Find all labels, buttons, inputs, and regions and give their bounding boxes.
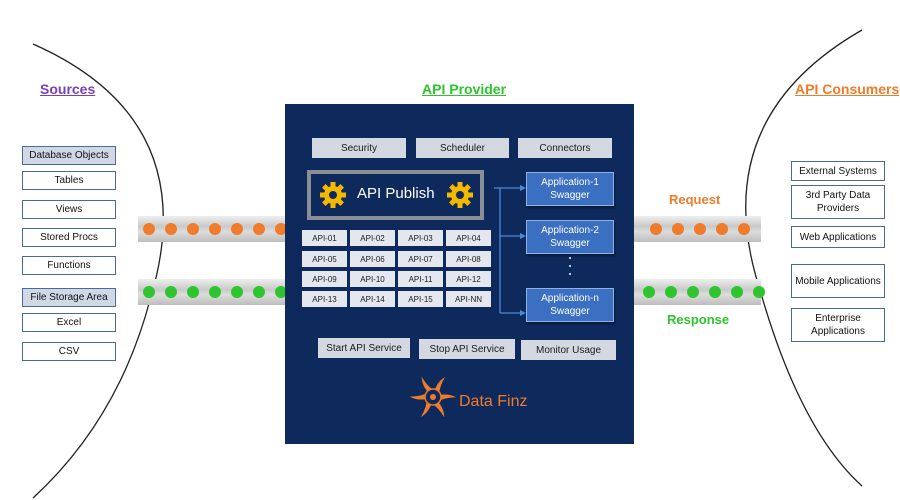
pipe-dot bbox=[275, 286, 287, 298]
pipe-dot bbox=[753, 286, 765, 298]
pipe-dot bbox=[231, 286, 243, 298]
pipe-dot bbox=[672, 223, 684, 235]
source-tables: Tables bbox=[22, 171, 116, 190]
pipe-dot bbox=[143, 286, 155, 298]
pipe-dot bbox=[665, 286, 677, 298]
pipe-dot bbox=[209, 223, 221, 235]
pipe-dot bbox=[650, 223, 662, 235]
api-endpoint[interactable]: API-11 bbox=[398, 271, 443, 287]
pipe-dot bbox=[143, 223, 155, 235]
response-label: Response bbox=[667, 312, 730, 327]
api-endpoint[interactable]: API-05 bbox=[302, 251, 347, 267]
source-database-objects: Database Objects bbox=[22, 146, 116, 165]
gear-icon bbox=[447, 182, 473, 208]
api-endpoint[interactable]: API-04 bbox=[446, 230, 491, 246]
consumer-third-party: 3rd Party Data Providers bbox=[791, 185, 885, 219]
api-endpoint[interactable]: API-06 bbox=[350, 251, 395, 267]
sources-heading: Sources bbox=[40, 81, 96, 97]
security-button[interactable]: Security bbox=[312, 138, 406, 158]
source-file-storage-area: File Storage Area bbox=[22, 288, 116, 307]
pipe-dot bbox=[731, 286, 743, 298]
api-endpoint[interactable]: API-NN bbox=[446, 291, 491, 307]
pipe-dot bbox=[275, 223, 287, 235]
pipe-dot bbox=[643, 286, 655, 298]
connectors-button[interactable]: Connectors bbox=[518, 138, 612, 158]
api-endpoint[interactable]: API-10 bbox=[350, 271, 395, 287]
source-csv: CSV bbox=[22, 342, 116, 361]
api-publish-box[interactable]: API Publish bbox=[307, 170, 484, 220]
pipe-dot bbox=[187, 223, 199, 235]
data-finz-logo-icon bbox=[409, 376, 457, 418]
source-excel: Excel bbox=[22, 313, 116, 332]
api-consumers-heading: API Consumers bbox=[795, 81, 900, 97]
stop-api-service-button[interactable]: Stop API Service bbox=[419, 339, 515, 359]
brand-name: Data Finz bbox=[459, 393, 528, 410]
api-endpoint[interactable]: API-02 bbox=[350, 230, 395, 246]
pipe-dot bbox=[716, 223, 728, 235]
scheduler-button[interactable]: Scheduler bbox=[416, 138, 509, 158]
gear-icon bbox=[320, 182, 346, 208]
api-endpoint[interactable]: API-14 bbox=[350, 291, 395, 307]
pipe-dot bbox=[687, 286, 699, 298]
source-stored-procs: Stored Procs bbox=[22, 228, 116, 247]
pipe-dot bbox=[231, 223, 243, 235]
pipe-dot bbox=[253, 223, 265, 235]
monitor-usage-button[interactable]: Monitor Usage bbox=[521, 340, 616, 360]
consumer-enterprise-applications: Enterprise Applications bbox=[791, 308, 885, 342]
pipe-dot bbox=[709, 286, 721, 298]
consumer-external-systems: External Systems bbox=[791, 161, 885, 181]
start-api-service-button[interactable]: Start API Service bbox=[318, 338, 410, 358]
api-provider-heading: API Provider bbox=[422, 81, 507, 97]
api-endpoint[interactable]: API-13 bbox=[302, 291, 347, 307]
source-functions: Functions bbox=[22, 256, 116, 275]
pipe-dot bbox=[209, 286, 221, 298]
source-views: Views bbox=[22, 200, 116, 219]
api-endpoint[interactable]: API-01 bbox=[302, 230, 347, 246]
api-endpoint[interactable]: API-12 bbox=[446, 271, 491, 287]
request-label: Request bbox=[669, 192, 721, 207]
pipe-dot bbox=[253, 286, 265, 298]
pipe-dot bbox=[694, 223, 706, 235]
pipe-dot bbox=[165, 286, 177, 298]
consumer-mobile-applications: Mobile Applications bbox=[791, 264, 885, 298]
pipe-dot bbox=[165, 223, 177, 235]
pipe-dot bbox=[738, 223, 750, 235]
api-endpoint[interactable]: API-09 bbox=[302, 271, 347, 287]
api-endpoint[interactable]: API-03 bbox=[398, 230, 443, 246]
pipe-dot bbox=[187, 286, 199, 298]
api-endpoint[interactable]: API-15 bbox=[398, 291, 443, 307]
api-publish-label: API Publish bbox=[357, 185, 435, 202]
api-endpoint[interactable]: API-07 bbox=[398, 251, 443, 267]
consumer-web-applications: Web Applications bbox=[791, 226, 885, 248]
api-endpoint[interactable]: API-08 bbox=[446, 251, 491, 267]
